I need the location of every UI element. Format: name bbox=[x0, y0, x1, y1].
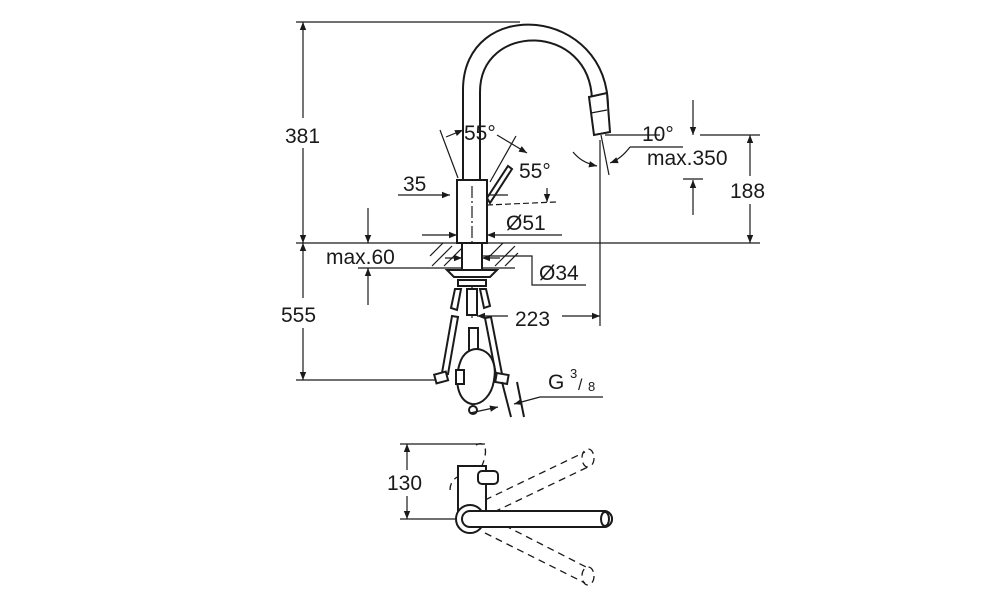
spout-swing-down bbox=[484, 519, 591, 584]
side-view: 381 555 55° 55° 35 Ø51 bbox=[280, 21, 774, 418]
lever-angle-label-1: 55° bbox=[464, 122, 496, 145]
spray-angle-label: 10° bbox=[642, 123, 674, 146]
mounting-ring bbox=[457, 279, 487, 287]
below-counter-label: 555 bbox=[281, 304, 316, 327]
shank bbox=[461, 242, 483, 271]
spout-outer bbox=[462, 23, 610, 180]
top-lever bbox=[477, 470, 499, 485]
spout-inner bbox=[479, 39, 593, 180]
spout-reach-label: 223 bbox=[515, 308, 550, 331]
base-diameter-label: Ø51 bbox=[506, 212, 546, 235]
thread-denominator: 8 bbox=[588, 379, 595, 394]
counter-thickness-label: max.60 bbox=[326, 246, 395, 269]
top-view: 130 bbox=[387, 443, 613, 586]
outlet-height-label: 188 bbox=[730, 180, 765, 203]
thread-label: G bbox=[548, 371, 564, 394]
depth-label: 130 bbox=[387, 472, 422, 495]
spray-head bbox=[587, 91, 612, 137]
thread-numerator: 3 bbox=[570, 366, 577, 381]
shank-diameter-label: Ø34 bbox=[539, 262, 579, 285]
lever-offset-label: 35 bbox=[403, 173, 426, 196]
supply-hoses bbox=[432, 288, 525, 418]
pullout-length-label: max.350 bbox=[647, 147, 728, 170]
spout-swing-up bbox=[484, 451, 591, 513]
svg-text:/: / bbox=[578, 377, 583, 394]
lever-angle-label-2: 55° bbox=[519, 160, 551, 183]
height-label: 381 bbox=[285, 125, 320, 148]
pullout-weight bbox=[456, 348, 496, 406]
lever-handle bbox=[485, 164, 514, 205]
mounting-nut bbox=[444, 269, 500, 278]
